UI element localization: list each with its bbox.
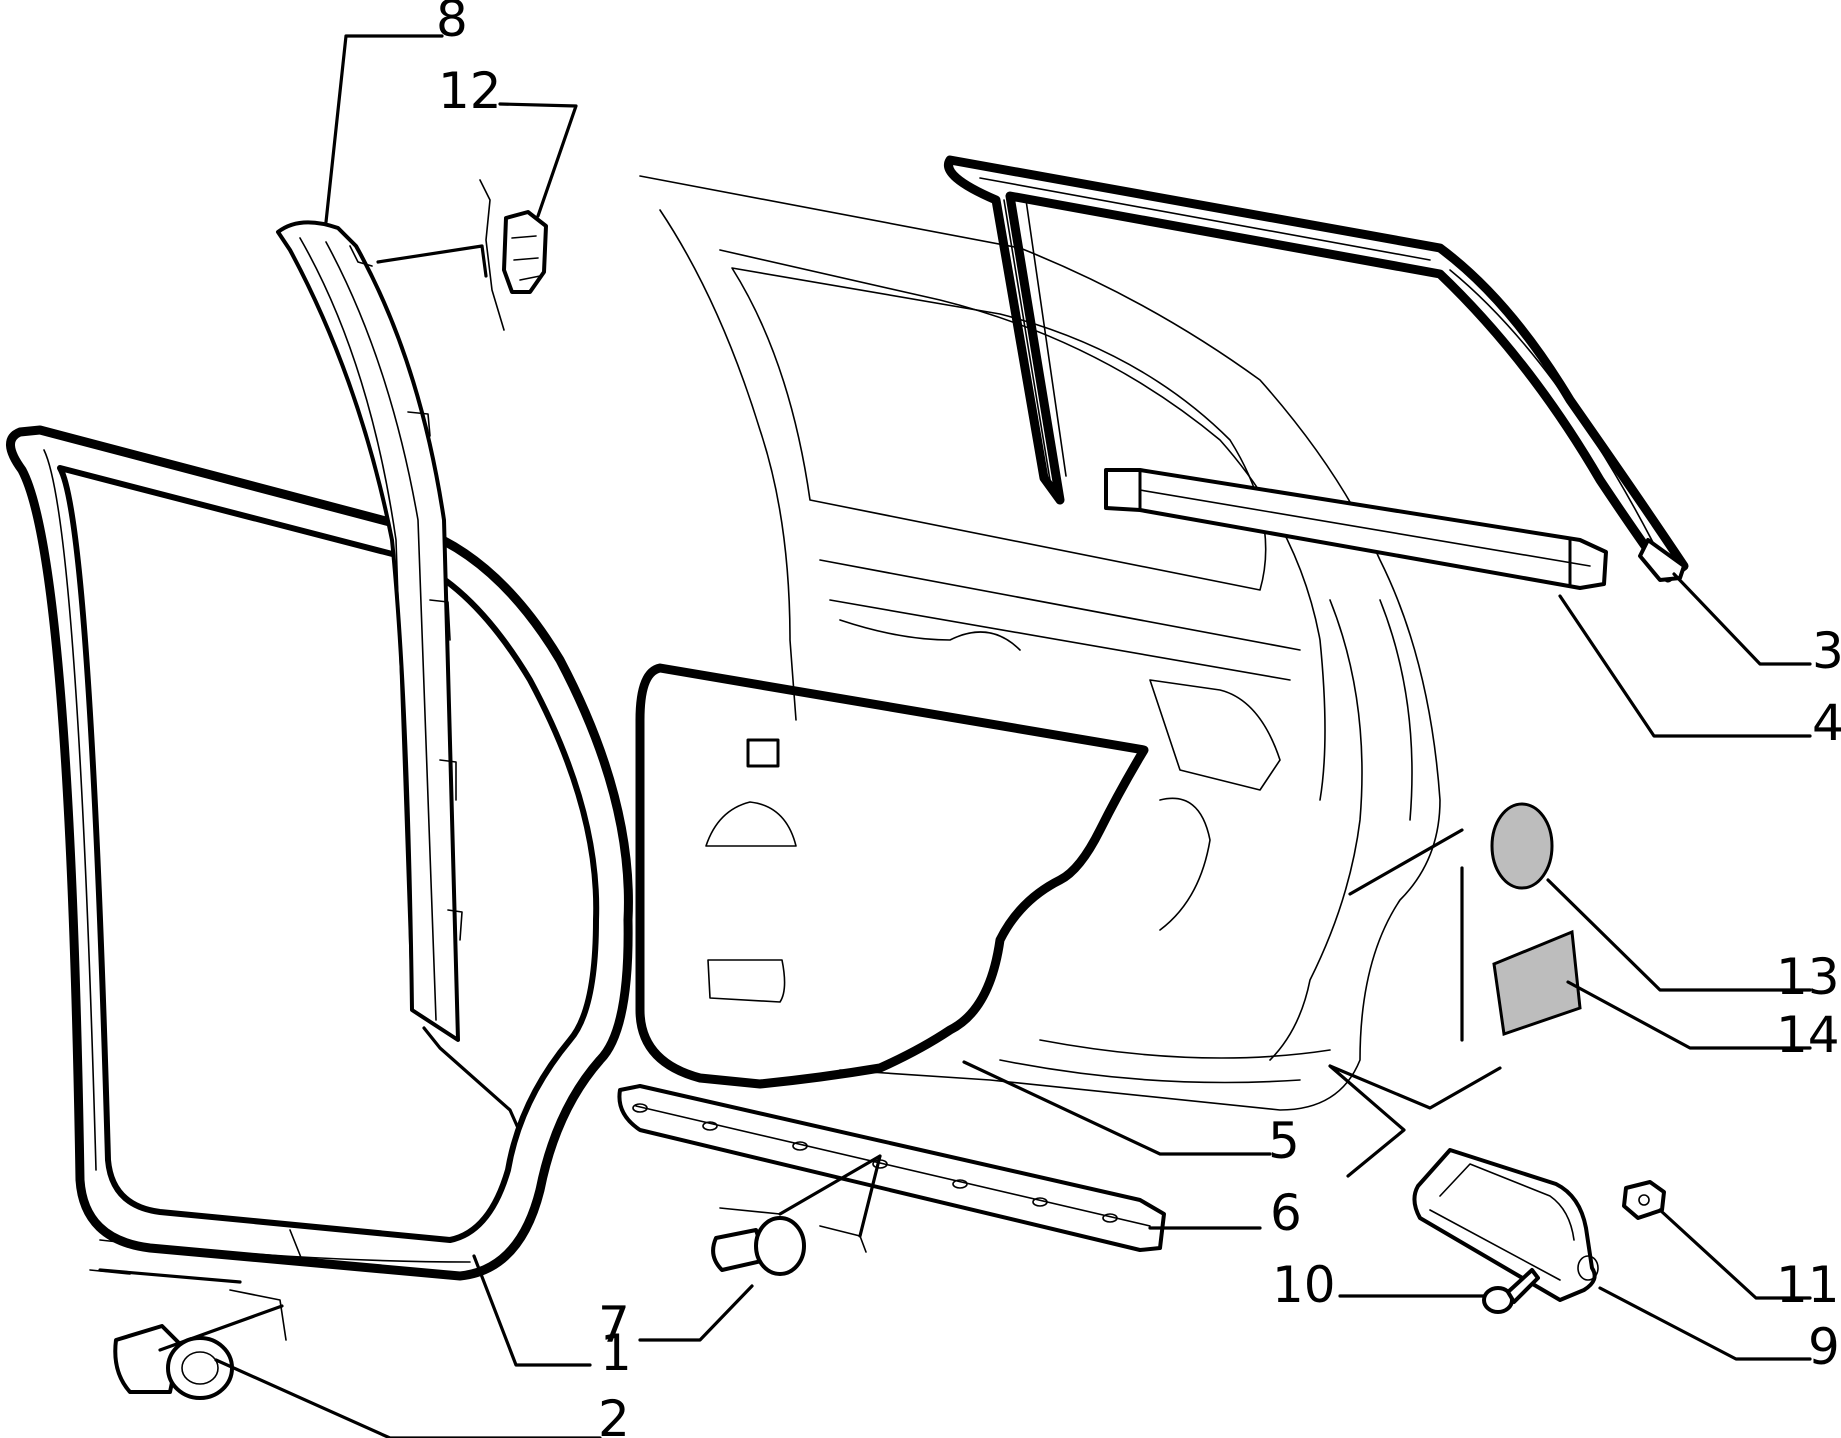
part-9-bracket	[1412, 1148, 1599, 1302]
part-6-sill-strip	[617, 1084, 1166, 1252]
part-4-belt-strip	[1104, 468, 1608, 590]
part-13-round-reflector	[1490, 802, 1554, 890]
door-shell	[639, 175, 1441, 1111]
callout-5: 5	[1268, 1112, 1300, 1170]
callout-9: 9	[1808, 1318, 1840, 1376]
part-11-nut	[1622, 1180, 1666, 1220]
part-1-door-seal	[6, 425, 633, 1281]
callout-8: 8	[436, 0, 468, 48]
callout-13: 13	[1776, 948, 1840, 1006]
part-12-clip	[376, 179, 548, 331]
callout-7: 7	[598, 1296, 630, 1354]
callout-6: 6	[1270, 1184, 1302, 1242]
part-5-trim-panel	[635, 663, 1149, 1089]
callout-10: 10	[1272, 1256, 1336, 1314]
part-3-window-seal	[944, 155, 1689, 583]
callout-2: 2	[598, 1390, 630, 1438]
callout-1: 1	[600, 1324, 632, 1382]
part-8-channel-strip	[276, 220, 463, 1042]
callout-4: 4	[1812, 694, 1841, 752]
part-10-screw	[1482, 1268, 1540, 1314]
callout-labels: 1 2 3 4 5 6 7 8 9 10 11 12 13 14	[436, 0, 1841, 1438]
callout-3: 3	[1812, 622, 1841, 680]
part-14-rect-reflector	[1492, 929, 1582, 1037]
callout-11: 11	[1776, 1256, 1840, 1314]
part-2-plug	[89, 1269, 287, 1400]
callout-12: 12	[438, 62, 502, 120]
callout-14: 14	[1776, 1006, 1840, 1064]
leader-lines	[98, 34, 1812, 1438]
part-7-pin	[711, 1154, 882, 1276]
